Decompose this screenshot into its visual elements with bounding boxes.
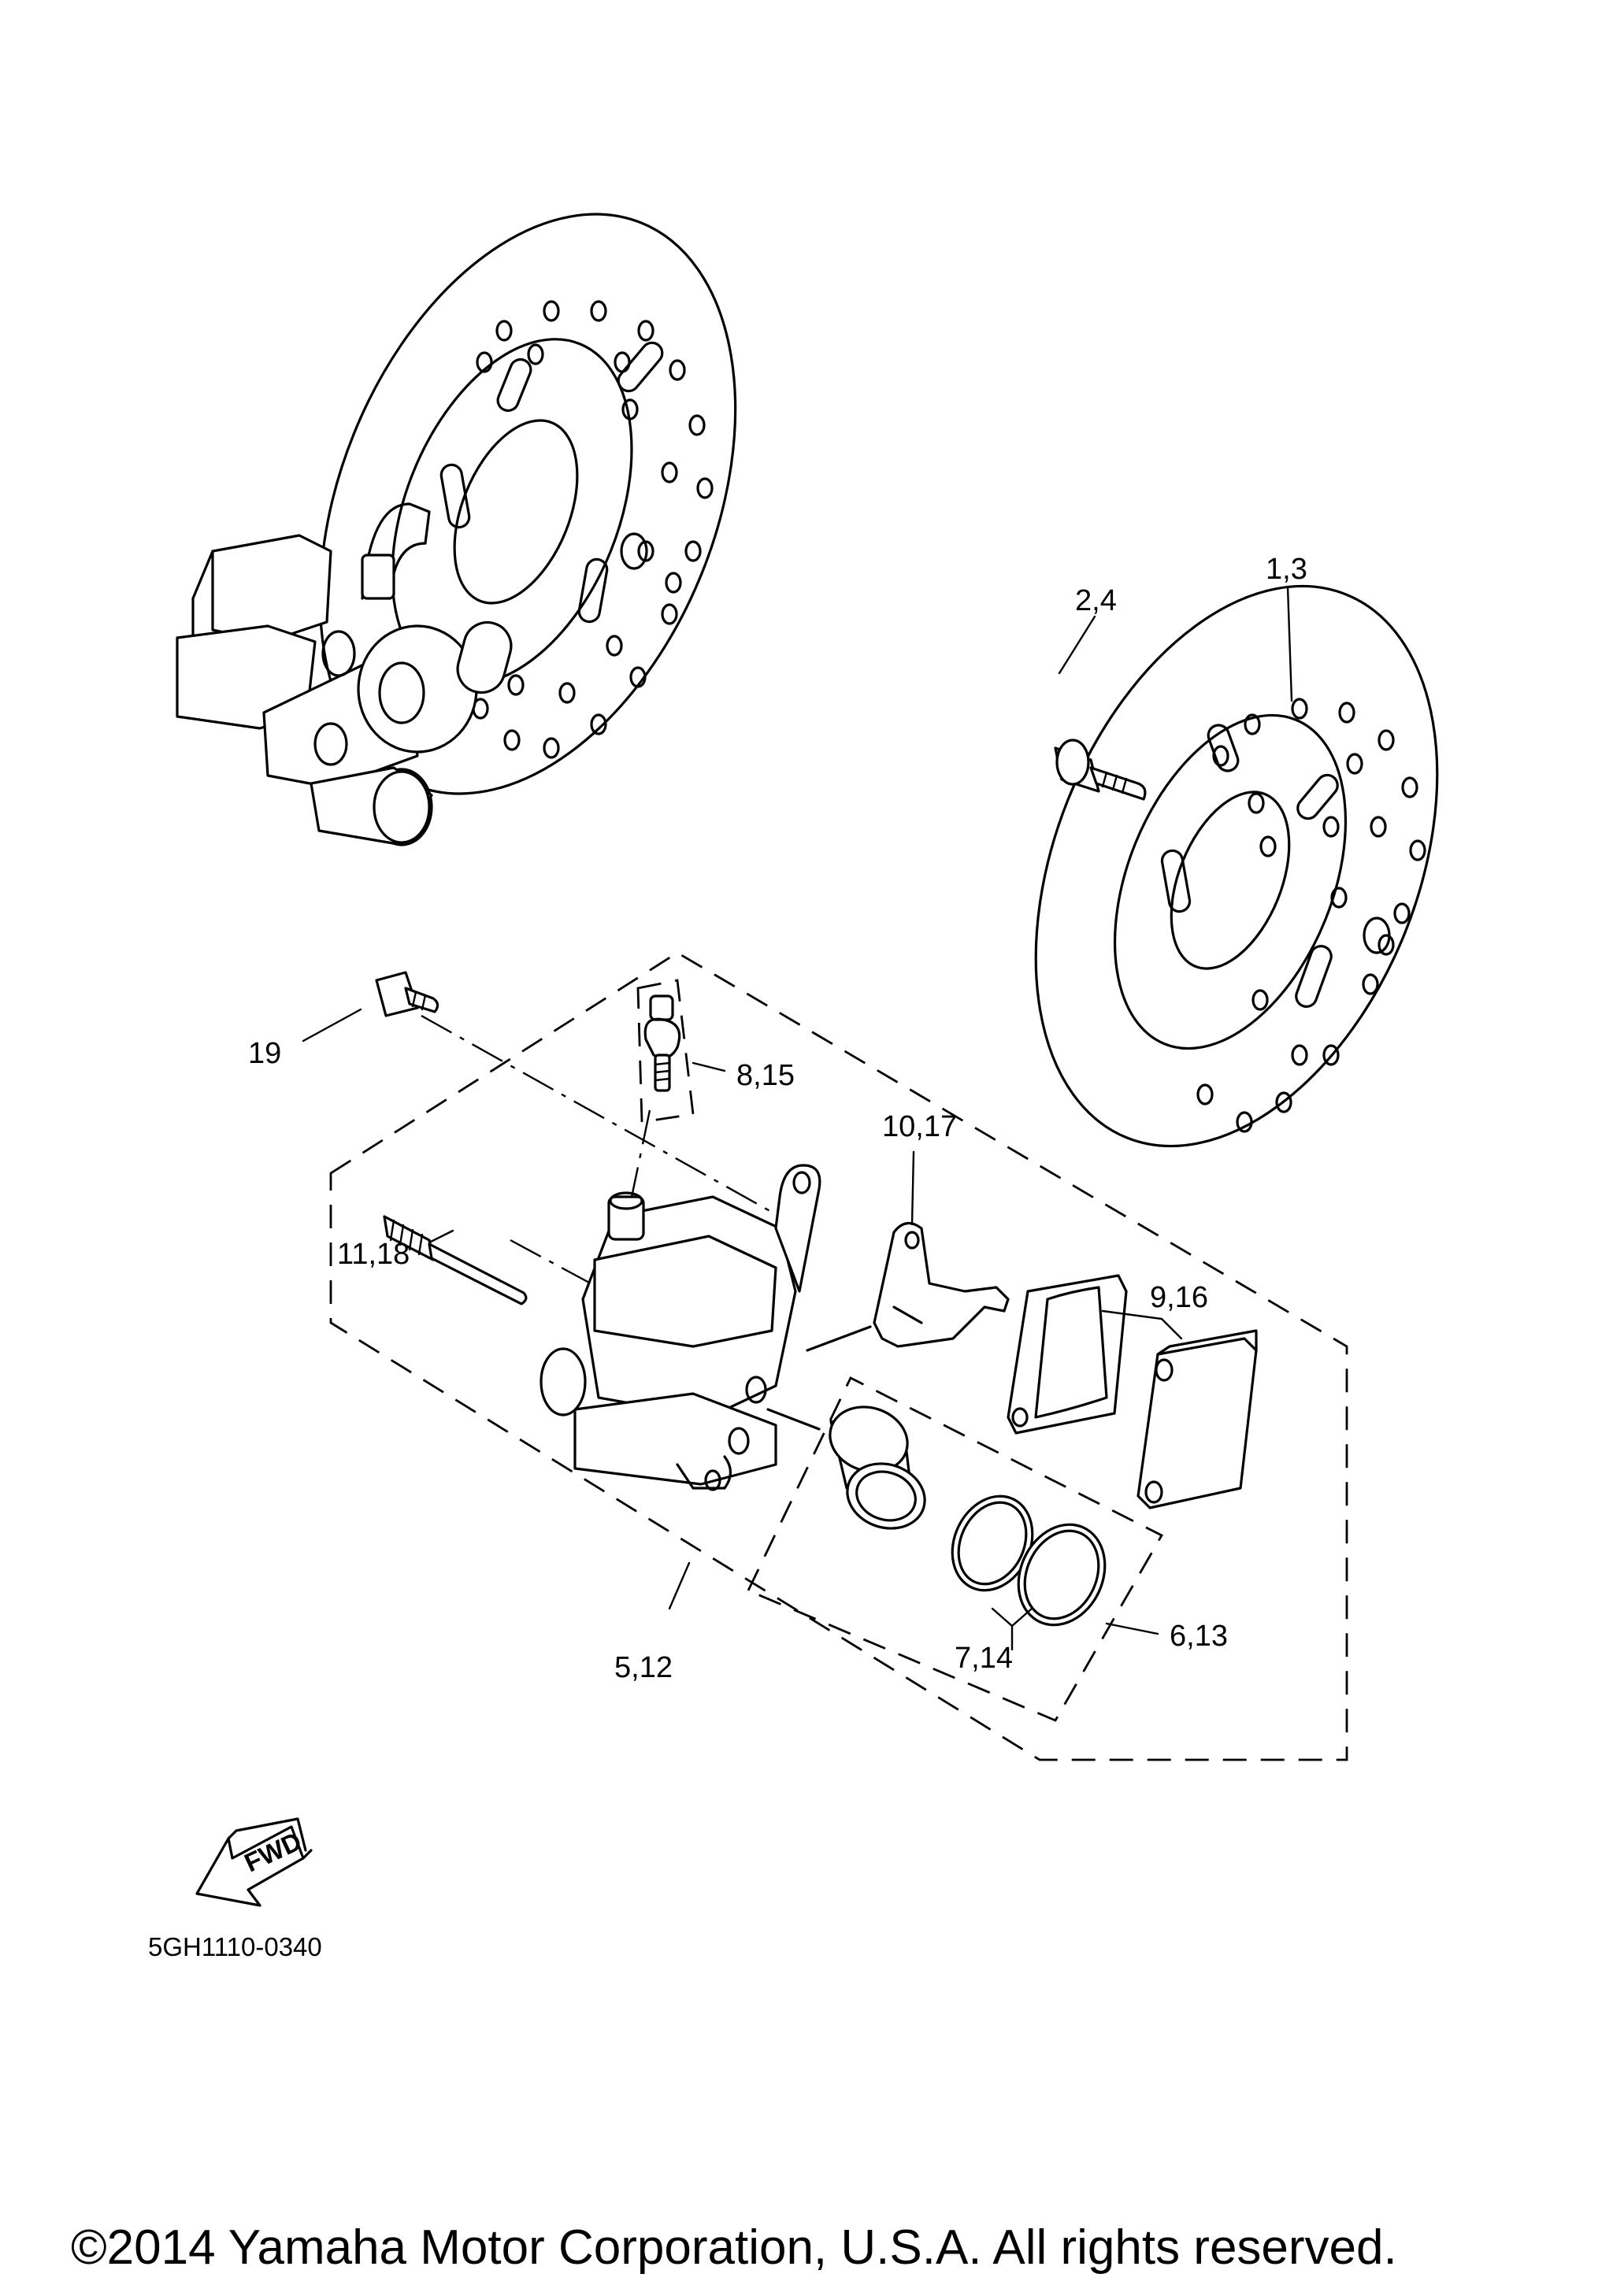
callout-6-13: 6,13 [1170, 1620, 1228, 1653]
diagram-code: 5GH1110-0340 [148, 1932, 322, 1961]
bleed-screw-part [643, 994, 681, 1092]
callout-1-3: 1,3 [1266, 553, 1307, 586]
assembled-caliper [176, 502, 513, 846]
seal-parts [951, 1494, 1107, 1627]
bolt-part [375, 971, 439, 1017]
alignment-lines [421, 1014, 872, 1431]
callout-19: 19 [248, 1037, 281, 1070]
caliper-body-part [540, 1164, 821, 1491]
disc-part [1034, 584, 1439, 1148]
leader-lines [302, 585, 1293, 1651]
callout-11-18: 11,18 [337, 1238, 410, 1271]
copyright-notice: ©2014 Yamaha Motor Corporation, U.S.A. A… [71, 2220, 1397, 2275]
callout-8-15: 8,15 [736, 1059, 795, 1092]
callout-7-14: 7,14 [955, 1642, 1013, 1675]
caliper-assembly-outline [329, 951, 1348, 1761]
pin-part [383, 1215, 528, 1305]
seal-kit-outline [747, 1376, 1163, 1722]
bleed-screw-outline [636, 979, 695, 1124]
fwd-arrow-icon: FWD [195, 1817, 313, 1907]
piston-part [829, 1405, 926, 1530]
pad-parts [1007, 1274, 1258, 1509]
callout-9-16: 9,16 [1150, 1281, 1208, 1314]
callout-5-12: 5,12 [614, 1651, 673, 1684]
pad-support-part [873, 1222, 1010, 1348]
callout-10-17: 10,17 [882, 1110, 957, 1143]
callout-2-4: 2,4 [1075, 584, 1117, 617]
disc-bolt-part [1054, 739, 1147, 801]
